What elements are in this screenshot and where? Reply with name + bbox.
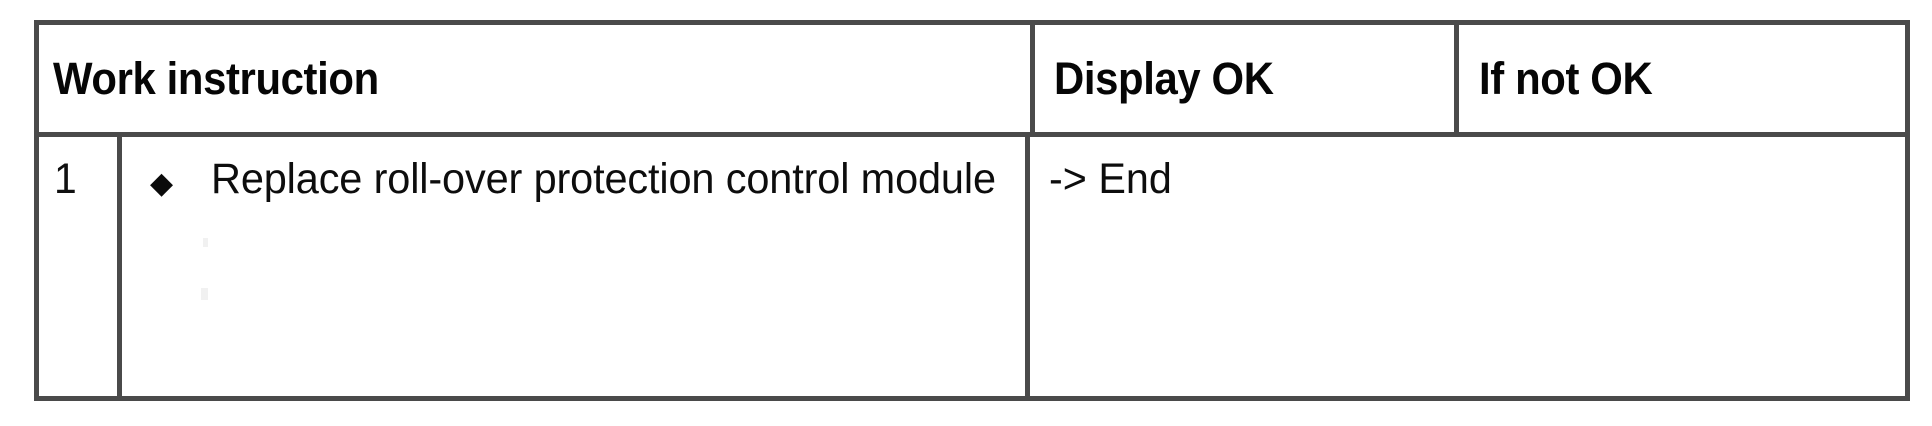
instruction-text: Replace roll-over protection control mod… [211, 155, 996, 203]
work-instruction-table: Work instruction Display OK If not OK 1 … [34, 20, 1910, 401]
display-ok-value: -> End [1049, 155, 1172, 203]
column-header-display-ok-label: Display OK [1054, 53, 1274, 104]
diamond-bullet-icon: ◆ [150, 167, 174, 200]
display-ok-cell: -> End [1030, 137, 1905, 396]
table-header-row: Work instruction Display OK If not OK [39, 25, 1905, 137]
column-header-display-ok: Display OK [1030, 25, 1454, 132]
column-header-work-instruction: Work instruction [39, 25, 1030, 132]
column-header-if-not-ok-label: If not OK [1479, 53, 1653, 104]
instruction-line: ◆ Replace roll-over protection control m… [122, 158, 1025, 205]
step-number: 1 [54, 155, 77, 203]
table-row: 1 ◆ Replace roll-over protection control… [39, 137, 1905, 396]
instruction-cell: ◆ Replace roll-over protection control m… [122, 137, 1030, 396]
step-number-cell: 1 [39, 137, 122, 396]
if-not-ok-cell [1454, 137, 1905, 396]
column-header-work-instruction-label: Work instruction [53, 53, 379, 104]
column-header-if-not-ok: If not OK [1454, 25, 1905, 132]
